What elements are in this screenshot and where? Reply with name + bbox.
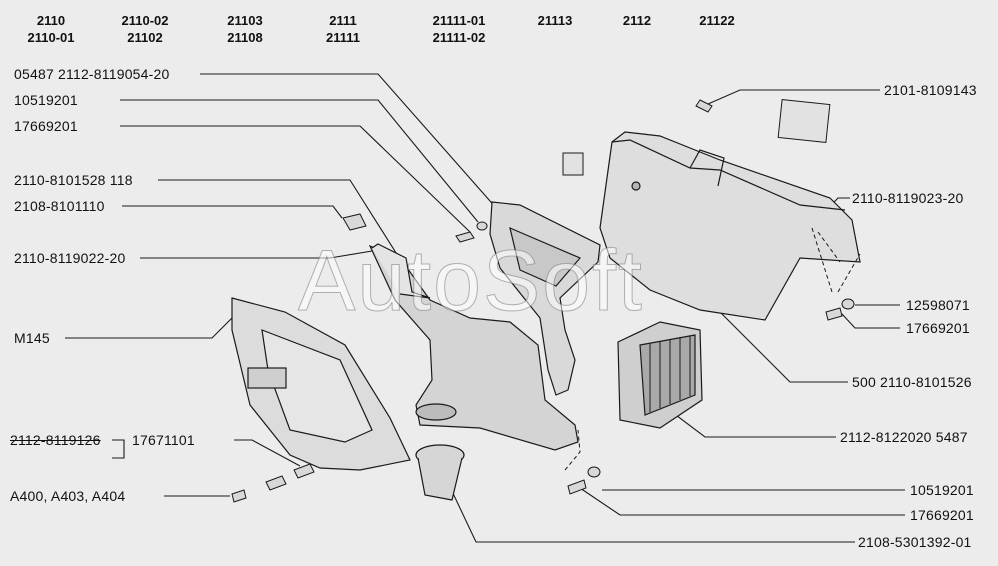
part-label-2112-8119126: 2112-8119126 (10, 432, 101, 448)
leader-line-5 (122, 205, 343, 219)
leader-line-19 (441, 469, 855, 543)
heater-housing-part (599, 131, 861, 321)
part-label-500-2110-8101526: 500 2110-8101526 (852, 374, 972, 390)
part-label-2110-8119023-20: 2110-8119023-20 (852, 190, 964, 206)
part-label-17671101: 17671101 (132, 432, 195, 448)
leader-line-9 (234, 439, 301, 467)
part-label-2101-8109143: 2101-8109143 (884, 82, 977, 98)
small-fasteners (231, 99, 855, 503)
part-label-10519201: 10519201 (14, 92, 78, 108)
leader-line-1 (200, 73, 506, 219)
part-label-2110-8119022-20: 2110-8119022-20 (14, 250, 126, 266)
leader-line-18 (579, 487, 905, 516)
part-label-m145: M145 (14, 330, 50, 346)
leader-line-4 (158, 179, 399, 257)
part-label-10519201-right: 10519201 (910, 482, 974, 498)
model-column-7: 2112 (622, 13, 652, 28)
part-label-17669201-bottom: 17669201 (910, 507, 974, 523)
part-label-17669201: 17669201 (14, 118, 78, 134)
duct-bracket-part (489, 201, 601, 396)
part-label-a400-a403-a404: A400, A403, A404 (10, 488, 126, 504)
leader-line-7 (65, 305, 245, 339)
leader-line-2 (120, 99, 479, 223)
leader-line-14 (841, 313, 900, 329)
leader-line-15 (719, 311, 848, 383)
part-label-2112-8122020-5487: 2112-8122020 5487 (840, 429, 968, 445)
leader-line-11 (707, 89, 880, 105)
part-label-05487-2112-8119054-20: 05487 2112-8119054-20 (14, 66, 170, 82)
model-column-8: 21122 (699, 13, 735, 28)
leader-line-8 (112, 439, 125, 459)
air-duct-part (368, 243, 579, 451)
leader-line-3 (120, 125, 471, 233)
part-label-2108-8101110: 2108-8101110 (14, 198, 105, 214)
part-label-2110-8101528-118: 2110-8101528 118 (14, 172, 133, 188)
part-label-12598071: 12598071 (906, 297, 970, 313)
nozzle-part (415, 444, 465, 501)
cabin-filter-part (617, 321, 703, 429)
leader-line-6 (140, 249, 379, 259)
part-label-2108-5301392-01: 2108-5301392-01 (858, 534, 972, 550)
model-column-6: 21113 (537, 13, 573, 28)
part-label-17669201-right: 17669201 (906, 320, 970, 336)
side-panel-part (231, 297, 411, 471)
